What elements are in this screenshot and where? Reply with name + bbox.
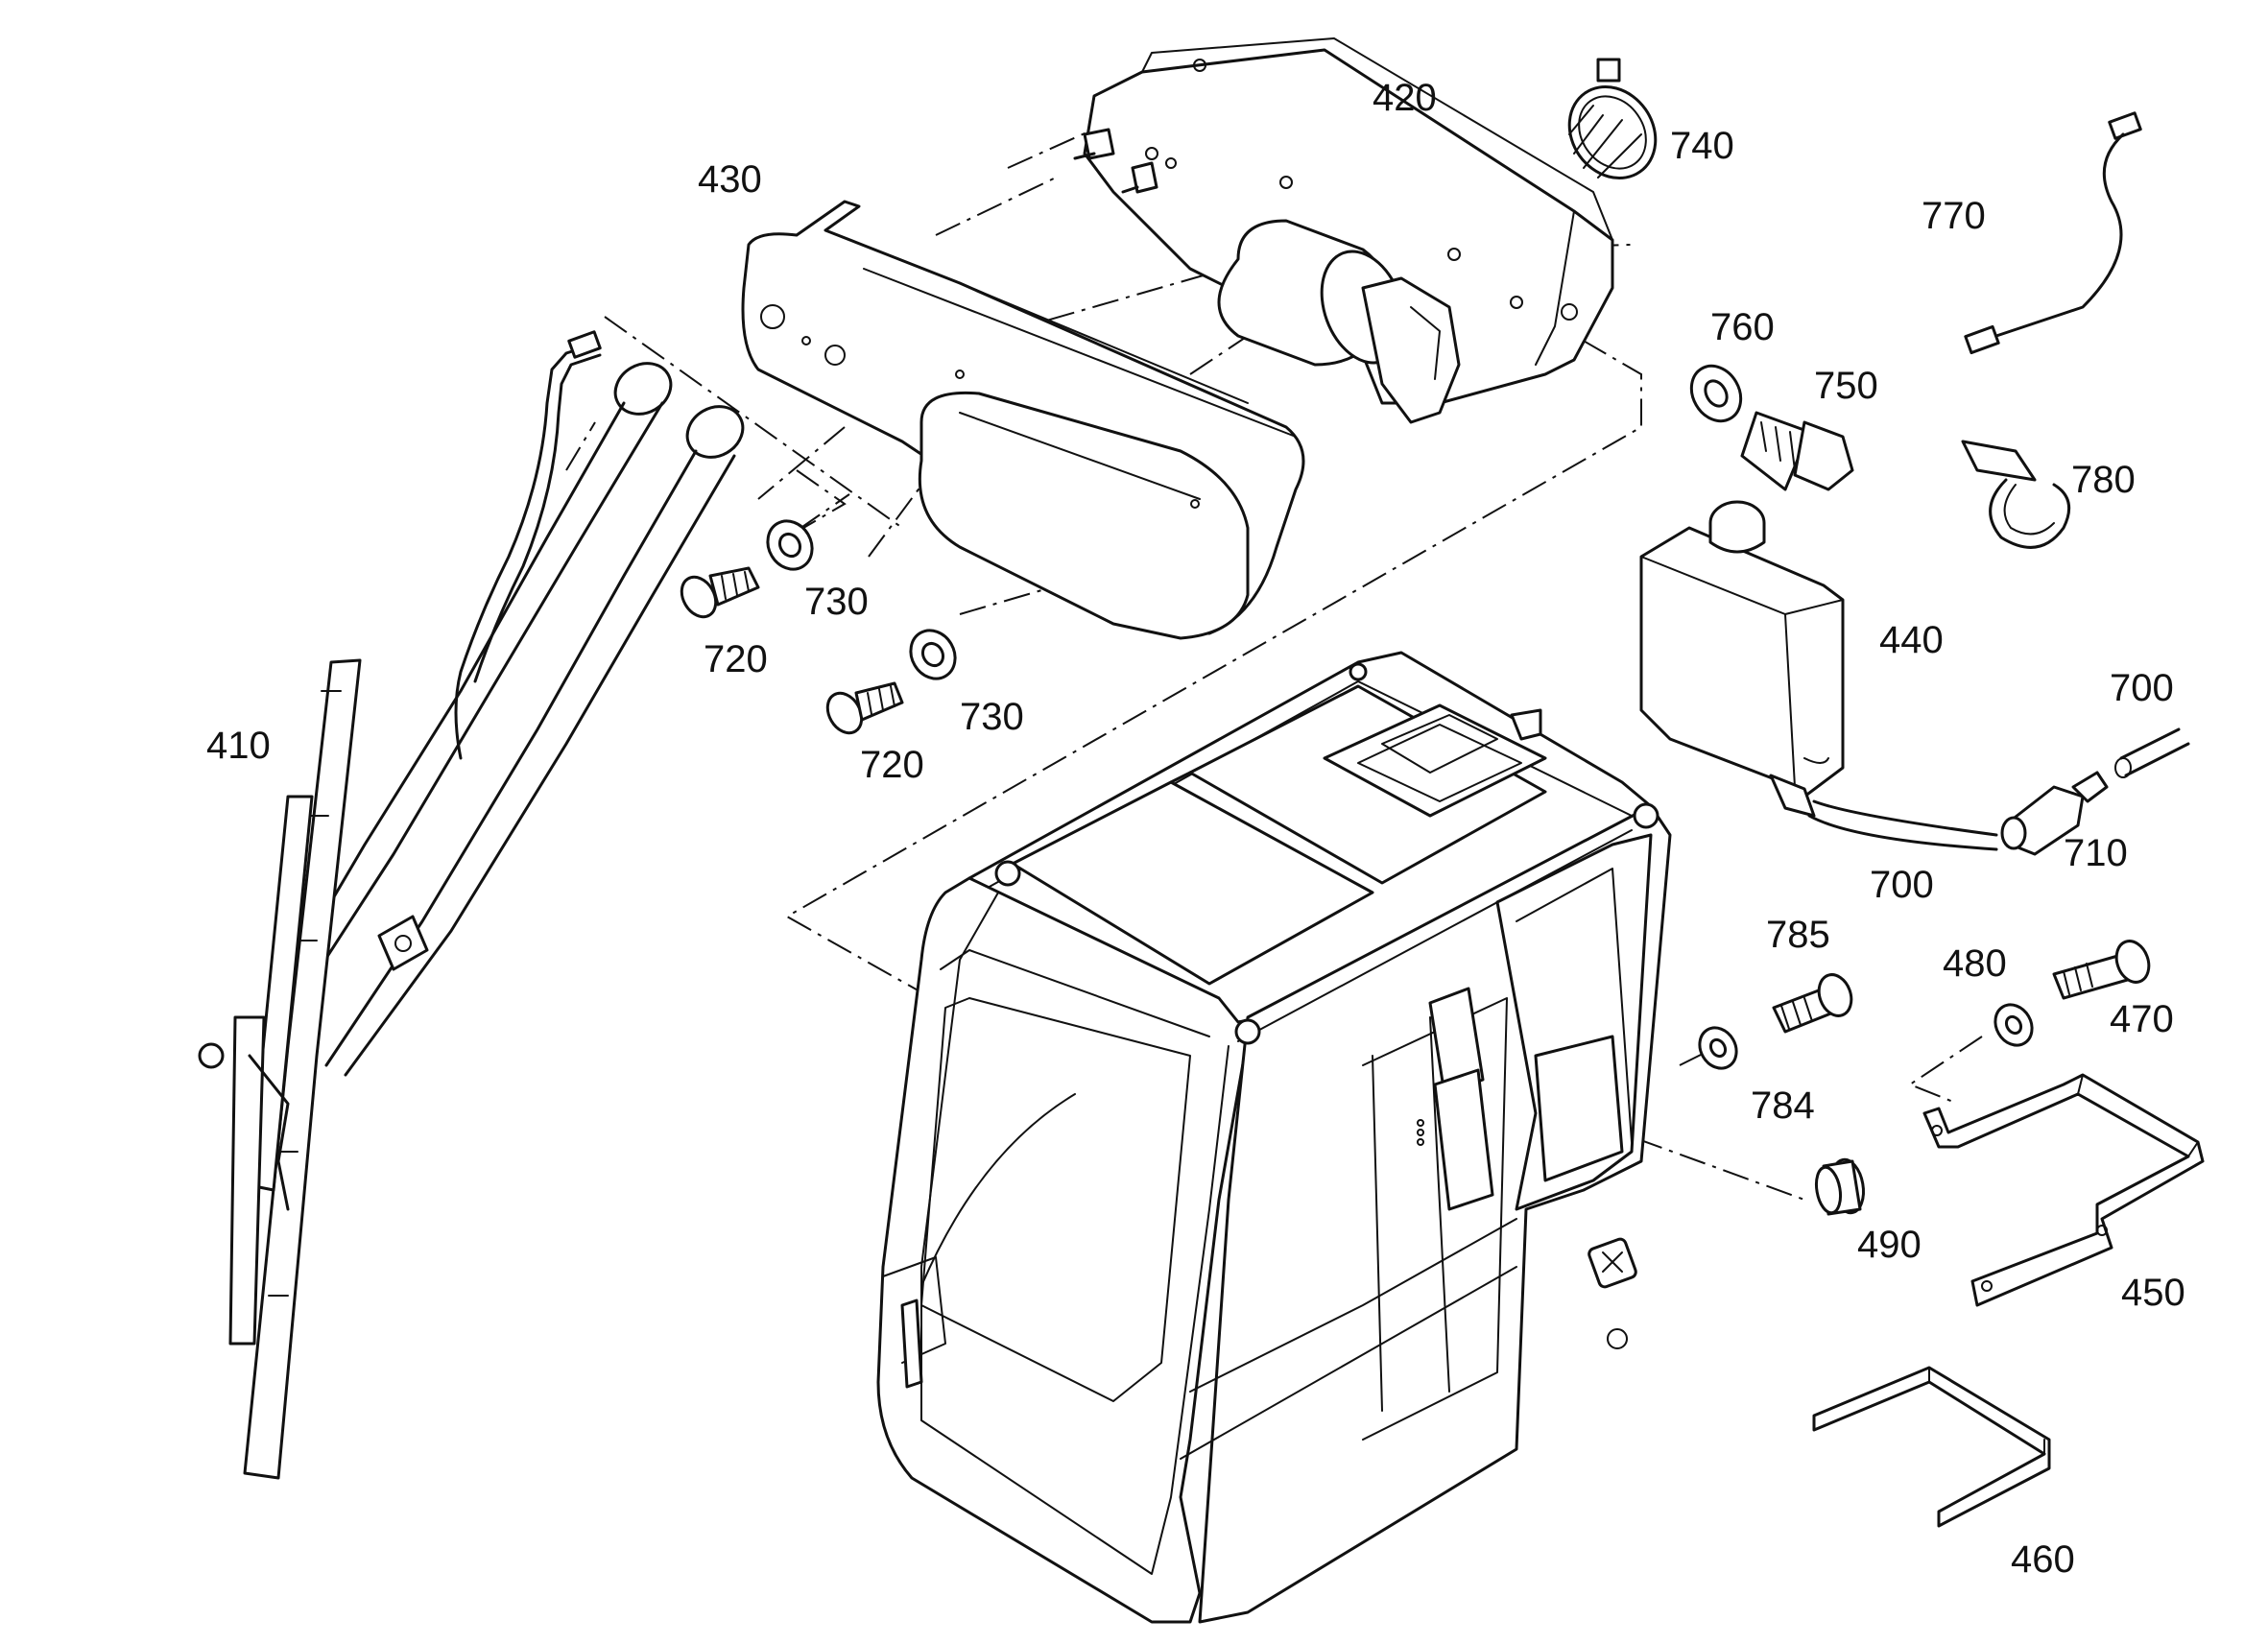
callout-730-lower: 730 <box>960 696 1024 738</box>
callout-750: 750 <box>1814 365 1878 407</box>
hose-clamp-740 <box>1567 58 1658 180</box>
callout-740: 740 <box>1670 125 1734 167</box>
callout-700-lower: 700 <box>1870 864 1934 906</box>
washer-730-lower <box>909 629 957 680</box>
motor-cover-430 <box>741 200 1305 640</box>
check-valve-710 <box>2000 771 2109 856</box>
grommet-490 <box>1814 1157 1865 1216</box>
callout-470: 470 <box>2110 998 2174 1040</box>
wiper-motor-housing-420 <box>1073 37 1614 424</box>
callout-460: 460 <box>2011 1538 2075 1581</box>
callout-450: 450 <box>2121 1272 2185 1314</box>
callout-785: 785 <box>1766 914 1830 956</box>
callout-770: 770 <box>1922 195 1986 237</box>
callout-780: 780 <box>2071 459 2136 501</box>
washer-480 <box>1993 1003 2034 1047</box>
callout-480: 480 <box>1943 942 2007 985</box>
wiper-assembly-410 <box>198 330 745 1480</box>
bolt-470 <box>2052 940 2151 1000</box>
cab-frame <box>876 651 1672 1624</box>
washer-784 <box>1698 1026 1738 1070</box>
screw-720-lower <box>825 681 904 735</box>
callout-labels: 420 740 430 770 760 750 780 730 720 730 … <box>206 77 2185 1581</box>
callout-420: 420 <box>1373 77 1437 119</box>
bracket-460 <box>1812 1366 2051 1528</box>
washer-hose-700 <box>1807 727 2190 851</box>
callout-430: 430 <box>698 158 762 201</box>
washer-760 <box>1689 364 1743 423</box>
callout-720-lower: 720 <box>860 744 924 786</box>
callout-784: 784 <box>1751 1084 1815 1127</box>
washer-730-upper <box>766 519 814 571</box>
callout-440: 440 <box>1879 619 1944 661</box>
callout-760: 760 <box>1710 306 1775 348</box>
bolt-750 <box>1740 411 1854 491</box>
callout-720-upper: 720 <box>704 638 768 680</box>
sensor-cable-770 <box>1964 111 2142 355</box>
callout-490: 490 <box>1857 1224 1922 1266</box>
screw-720-upper <box>680 566 760 619</box>
callout-730-upper: 730 <box>804 581 869 623</box>
cable-tie-780 <box>1961 440 2071 549</box>
bracket-450 <box>1922 1073 2205 1307</box>
washer-reservoir-440 <box>1639 500 1845 818</box>
callout-710: 710 <box>2064 832 2128 874</box>
bolt-785 <box>1772 973 1853 1034</box>
callout-410: 410 <box>206 725 271 767</box>
callout-700-upper: 700 <box>2110 667 2174 709</box>
